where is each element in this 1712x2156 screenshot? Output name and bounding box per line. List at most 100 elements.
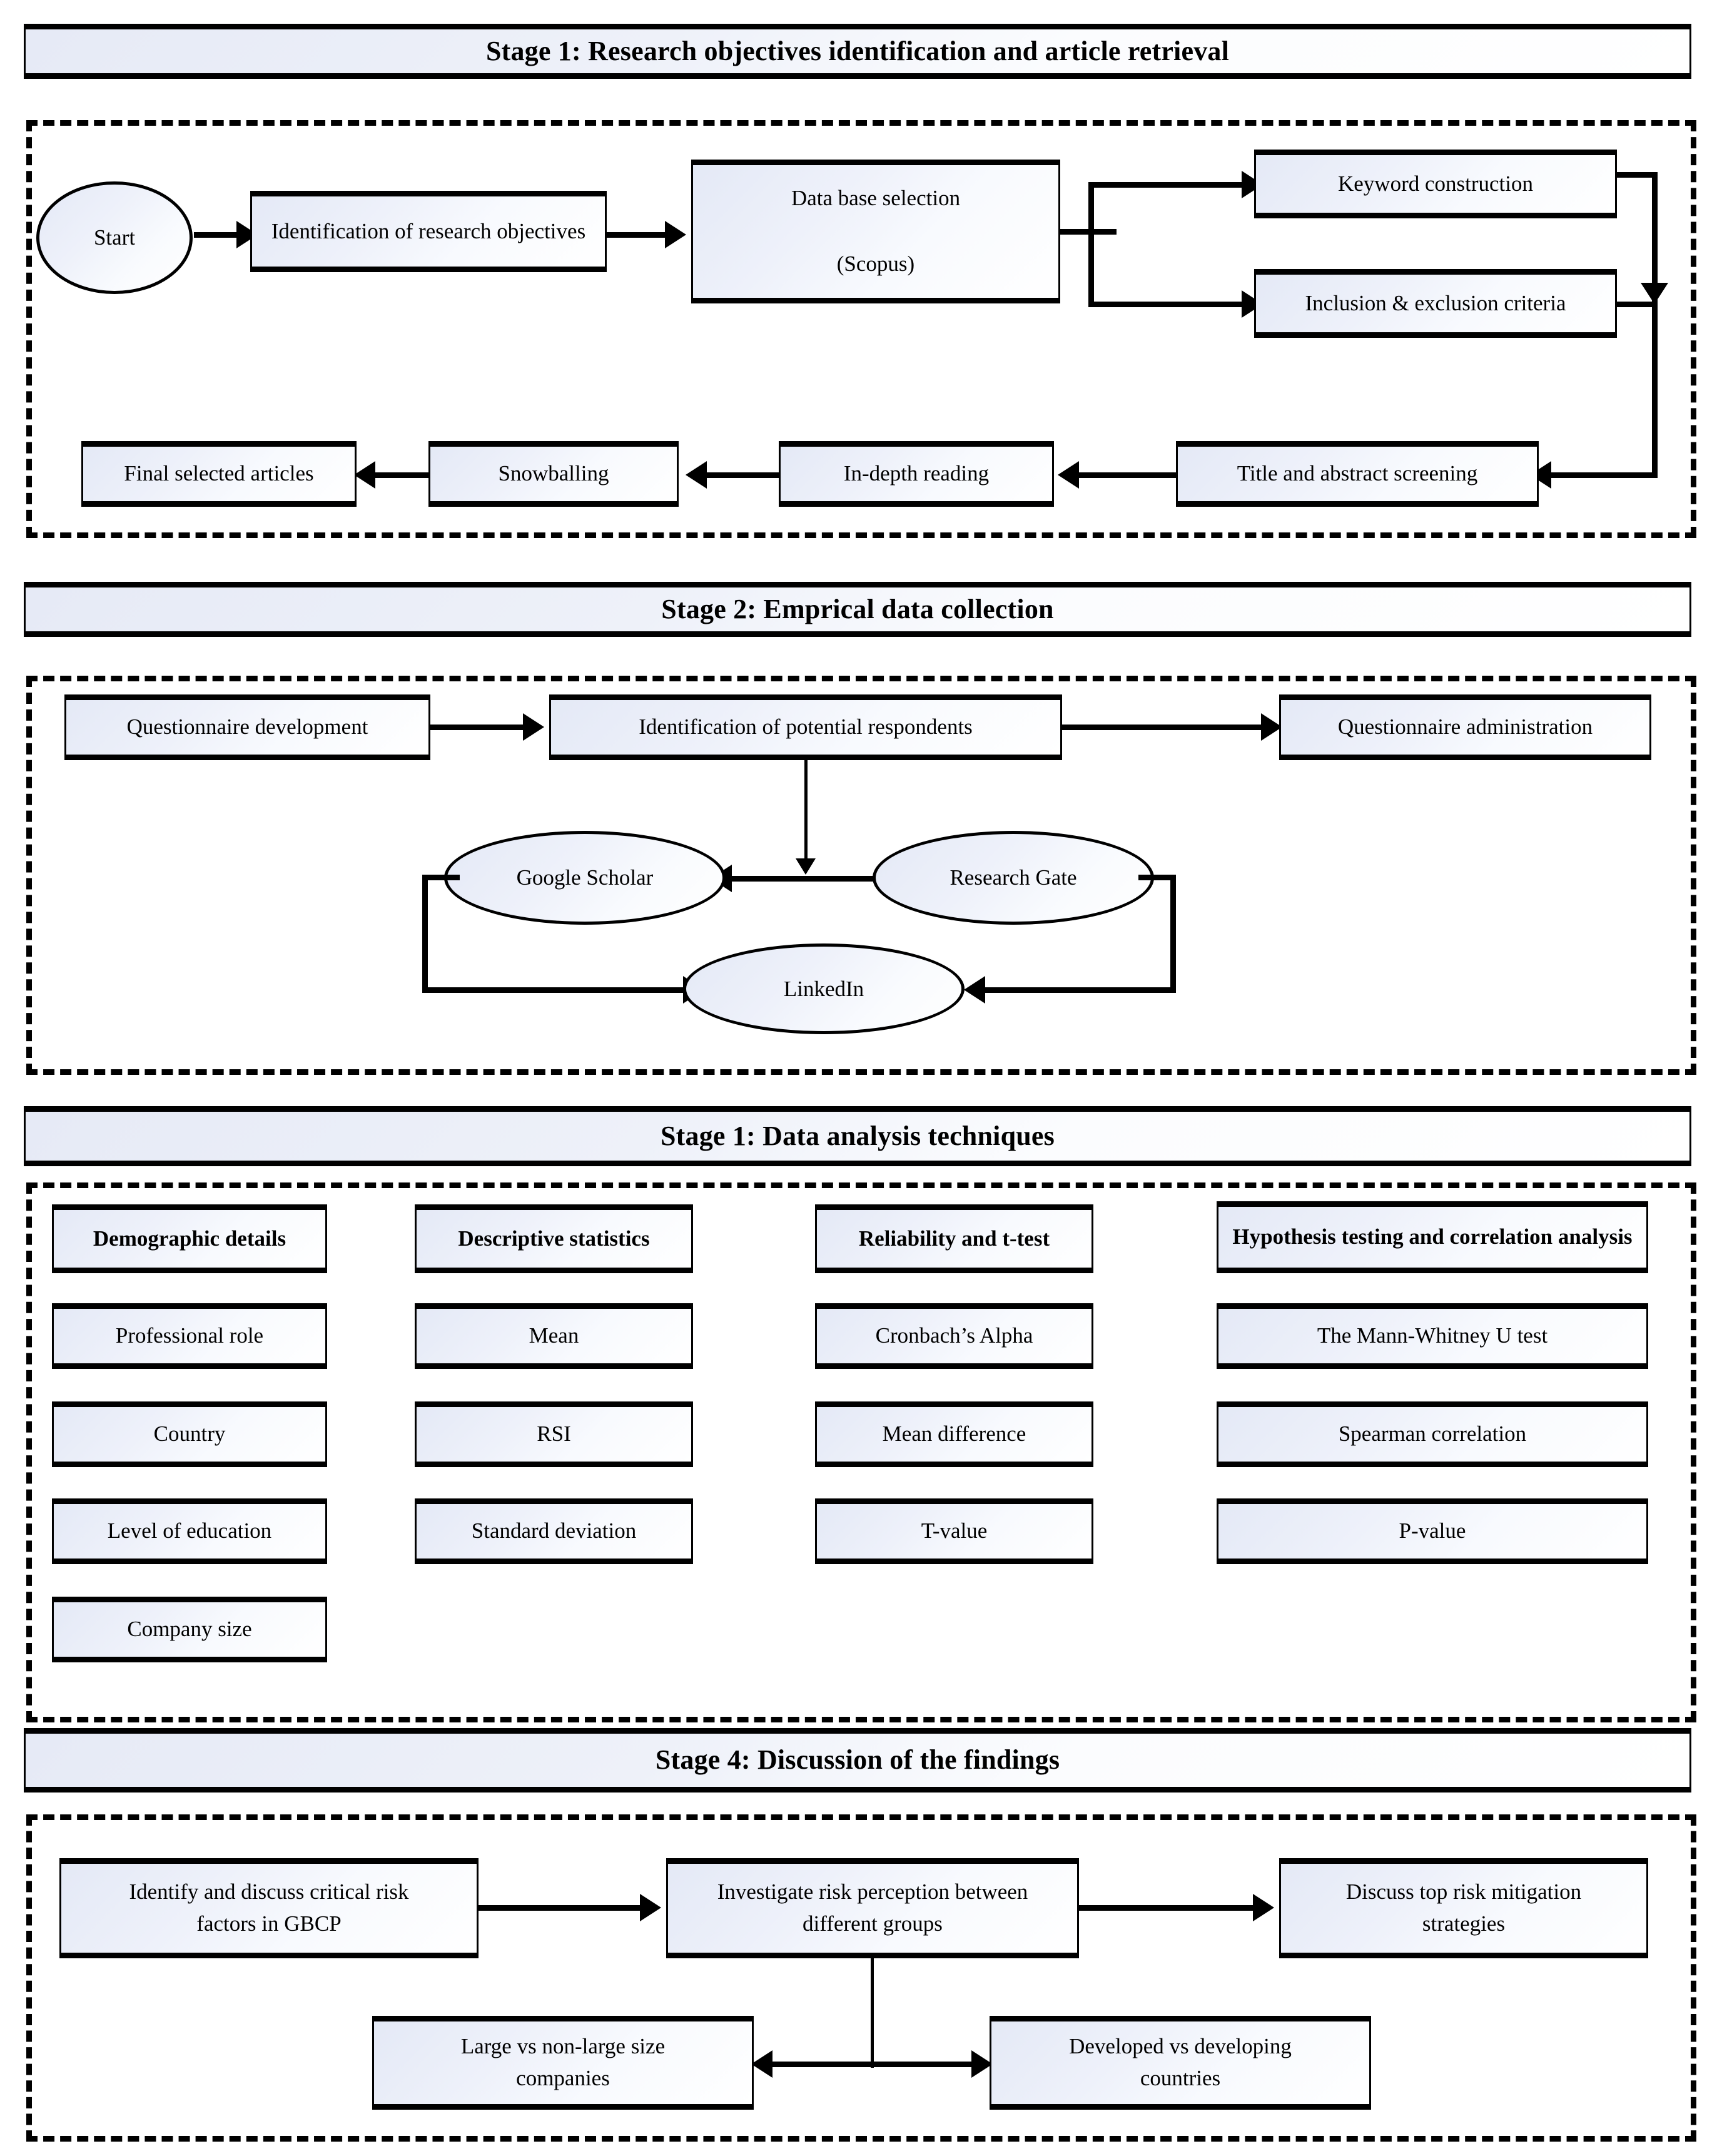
stage-3-col1-item-1[interactable]: Professional role: [52, 1303, 327, 1369]
stage-3-col2-item-2[interactable]: RSI: [415, 1401, 693, 1467]
connector-right-merge-rail: [1652, 172, 1658, 322]
connector-investigate-down: [871, 1958, 874, 2068]
node-countries-line1: Developed vs developing: [1069, 2034, 1292, 2059]
stage-3-col1-item-2-label: Country: [153, 1421, 226, 1447]
node-identify-critical-risk-factors[interactable]: Identify and discuss critical risk facto…: [59, 1858, 479, 1958]
stage-3-col2-item-2-label: RSI: [537, 1421, 571, 1447]
stage-4-title-band: Stage 4: Discussion of the findings: [24, 1728, 1691, 1792]
connector-scholar-to-linkedin: [422, 987, 685, 993]
node-identify-line1: Identify and discuss critical risk: [129, 1879, 409, 1904]
arrowhead-respondents-down: [796, 858, 816, 875]
node-discuss-line2: strategies: [1422, 1911, 1506, 1936]
node-keyword-label: Keyword construction: [1337, 171, 1533, 196]
connector-snowballing-to-final: [375, 472, 428, 478]
node-companies-line2: companies: [516, 2066, 610, 2090]
stage-1-dashed-container: [26, 120, 1696, 538]
stage-3-col2-item-3[interactable]: Standard deviation: [415, 1498, 693, 1564]
node-research-gate-label: Research Gate: [950, 865, 1077, 890]
connector-identify-to-investigate: [479, 1905, 641, 1911]
connector-rail-to-screening-vertical: [1652, 313, 1658, 478]
arrowhead-gate-to-linkedin: [964, 976, 985, 1004]
stage-3-col3-item-1[interactable]: Cronbach’s Alpha: [815, 1303, 1093, 1369]
stage-3-col3-item-3-label: T-value: [921, 1518, 988, 1543]
node-inclusion-exclusion-criteria[interactable]: Inclusion & exclusion criteria: [1254, 269, 1617, 338]
node-criteria-label: Inclusion & exclusion criteria: [1305, 290, 1566, 315]
stage-3-title: Stage 1: Data analysis techniques: [661, 1120, 1055, 1151]
node-identification-of-potential-respondents[interactable]: Identification of potential respondents: [549, 694, 1062, 760]
node-identification-of-research-objectives[interactable]: Identification of research objectives: [250, 191, 607, 272]
node-discuss-top-risk-mitigation[interactable]: Discuss top risk mitigation strategies: [1279, 1858, 1648, 1958]
stage-3-col3-item-3[interactable]: T-value: [815, 1498, 1093, 1564]
stage-3-col2-header[interactable]: Descriptive statistics: [415, 1204, 693, 1273]
node-linkedin[interactable]: LinkedIn: [683, 943, 965, 1034]
connector-identification-to-database: [607, 232, 666, 238]
arrowhead-respondents-to-administration: [1261, 713, 1282, 741]
node-keyword-construction[interactable]: Keyword construction: [1254, 150, 1617, 218]
stage-3-col4-item-2-label: Spearman correlation: [1338, 1421, 1527, 1447]
stage-3-col4-header-label: Hypothesis testing and correlation analy…: [1232, 1224, 1633, 1249]
connector-start-to-identification: [194, 232, 238, 238]
connector-scholar-to-gate: [732, 876, 885, 882]
node-database-line1: Data base selection: [791, 186, 961, 211]
node-identification-label: Identification of research objectives: [271, 218, 586, 243]
stage-3-col1-header[interactable]: Demographic details: [52, 1204, 327, 1273]
stage-3-col1-item-3[interactable]: Level of education: [52, 1498, 327, 1564]
stage-3-col4-header[interactable]: Hypothesis testing and correlation analy…: [1217, 1201, 1648, 1273]
connector-rail-to-screening-horizontal: [1551, 472, 1658, 478]
arrowhead-merge-down: [1641, 283, 1668, 304]
node-database-selection[interactable]: Data base selection (Scopus): [691, 160, 1060, 303]
connector-scholar-left-rail: [422, 875, 428, 992]
node-developed-vs-developing-countries[interactable]: Developed vs developing countries: [990, 2016, 1371, 2110]
node-in-depth-reading[interactable]: In-depth reading: [779, 441, 1054, 507]
node-questionnaire-administration[interactable]: Questionnaire administration: [1279, 694, 1651, 760]
stage-3-col3-item-2[interactable]: Mean difference: [815, 1401, 1093, 1467]
node-google-scholar[interactable]: Google Scholar: [444, 831, 726, 925]
stage-3-col2-item-3-label: Standard deviation: [471, 1518, 637, 1543]
arrowhead-identification-to-database: [665, 221, 686, 248]
node-companies-line1: Large vs non-large size: [460, 2034, 666, 2059]
node-administration-label: Questionnaire administration: [1337, 714, 1593, 740]
stage-1-title: Stage 1: Research objectives identificat…: [485, 35, 1230, 66]
stage-3-col4-item-2[interactable]: Spearman correlation: [1217, 1401, 1648, 1467]
node-respondents-label: Identification of potential respondents: [639, 714, 973, 740]
node-database-line2: (Scopus): [836, 252, 915, 276]
node-countries-line2: countries: [1140, 2066, 1221, 2090]
arrowhead-development-to-respondents: [523, 713, 544, 741]
stage-2-title: Stage 2: Emprical data collection: [661, 593, 1054, 624]
connector-reading-to-snowballing: [707, 472, 779, 478]
connector-scholar-left-out: [422, 875, 460, 880]
node-snowballing[interactable]: Snowballing: [428, 441, 679, 507]
node-start[interactable]: Start: [36, 181, 193, 294]
stage-3-col3-header[interactable]: Reliability and t-test: [815, 1204, 1093, 1273]
node-questionnaire-development[interactable]: Questionnaire development: [64, 694, 430, 760]
stage-3-col3-header-label: Reliability and t-test: [858, 1226, 1050, 1251]
node-final-label: Final selected articles: [124, 461, 314, 486]
node-research-gate[interactable]: Research Gate: [873, 831, 1154, 925]
node-investigate-line2: different groups: [803, 1911, 943, 1936]
connector-screening-to-reading: [1079, 472, 1176, 478]
stage-4-title: Stage 4: Discussion of the findings: [655, 1744, 1060, 1776]
node-large-vs-nonlarge-companies[interactable]: Large vs non-large size companies: [372, 2016, 754, 2110]
node-questionnaire-development-label: Questionnaire development: [126, 714, 368, 740]
stage-2-dashed-container: [26, 676, 1696, 1075]
connector-gate-right-rail: [1170, 875, 1176, 992]
stage-3-col1-header-label: Demographic details: [93, 1226, 286, 1251]
stage-3-col4-item-1[interactable]: The Mann-Whitney U test: [1217, 1303, 1648, 1369]
node-final-selected-articles[interactable]: Final selected articles: [81, 441, 357, 507]
stage-2-title-band: Stage 2: Emprical data collection: [24, 582, 1691, 637]
node-title-abstract-screening[interactable]: Title and abstract screening: [1176, 441, 1539, 507]
node-investigate-risk-perception[interactable]: Investigate risk perception between diff…: [666, 1858, 1079, 1958]
connector-investigate-to-discuss: [1079, 1905, 1254, 1911]
arrowhead-screening-to-reading: [1058, 461, 1079, 489]
arrowhead-to-large-vs-nonlarge: [751, 2050, 772, 2078]
node-reading-label: In-depth reading: [843, 461, 990, 486]
stage-3-col2-item-1[interactable]: Mean: [415, 1303, 693, 1369]
arrowhead-to-developed-vs-developing: [971, 2050, 993, 2078]
stage-3-col4-item-1-label: The Mann-Whitney U test: [1317, 1323, 1548, 1348]
stage-3-col1-item-2[interactable]: Country: [52, 1401, 327, 1467]
stage-3-col4-item-3[interactable]: P-value: [1217, 1498, 1648, 1564]
node-identify-line2: factors in GBCP: [196, 1911, 342, 1936]
connector-gate-right-out: [1138, 875, 1176, 880]
stage-3-col1-item-4[interactable]: Company size: [52, 1597, 327, 1662]
